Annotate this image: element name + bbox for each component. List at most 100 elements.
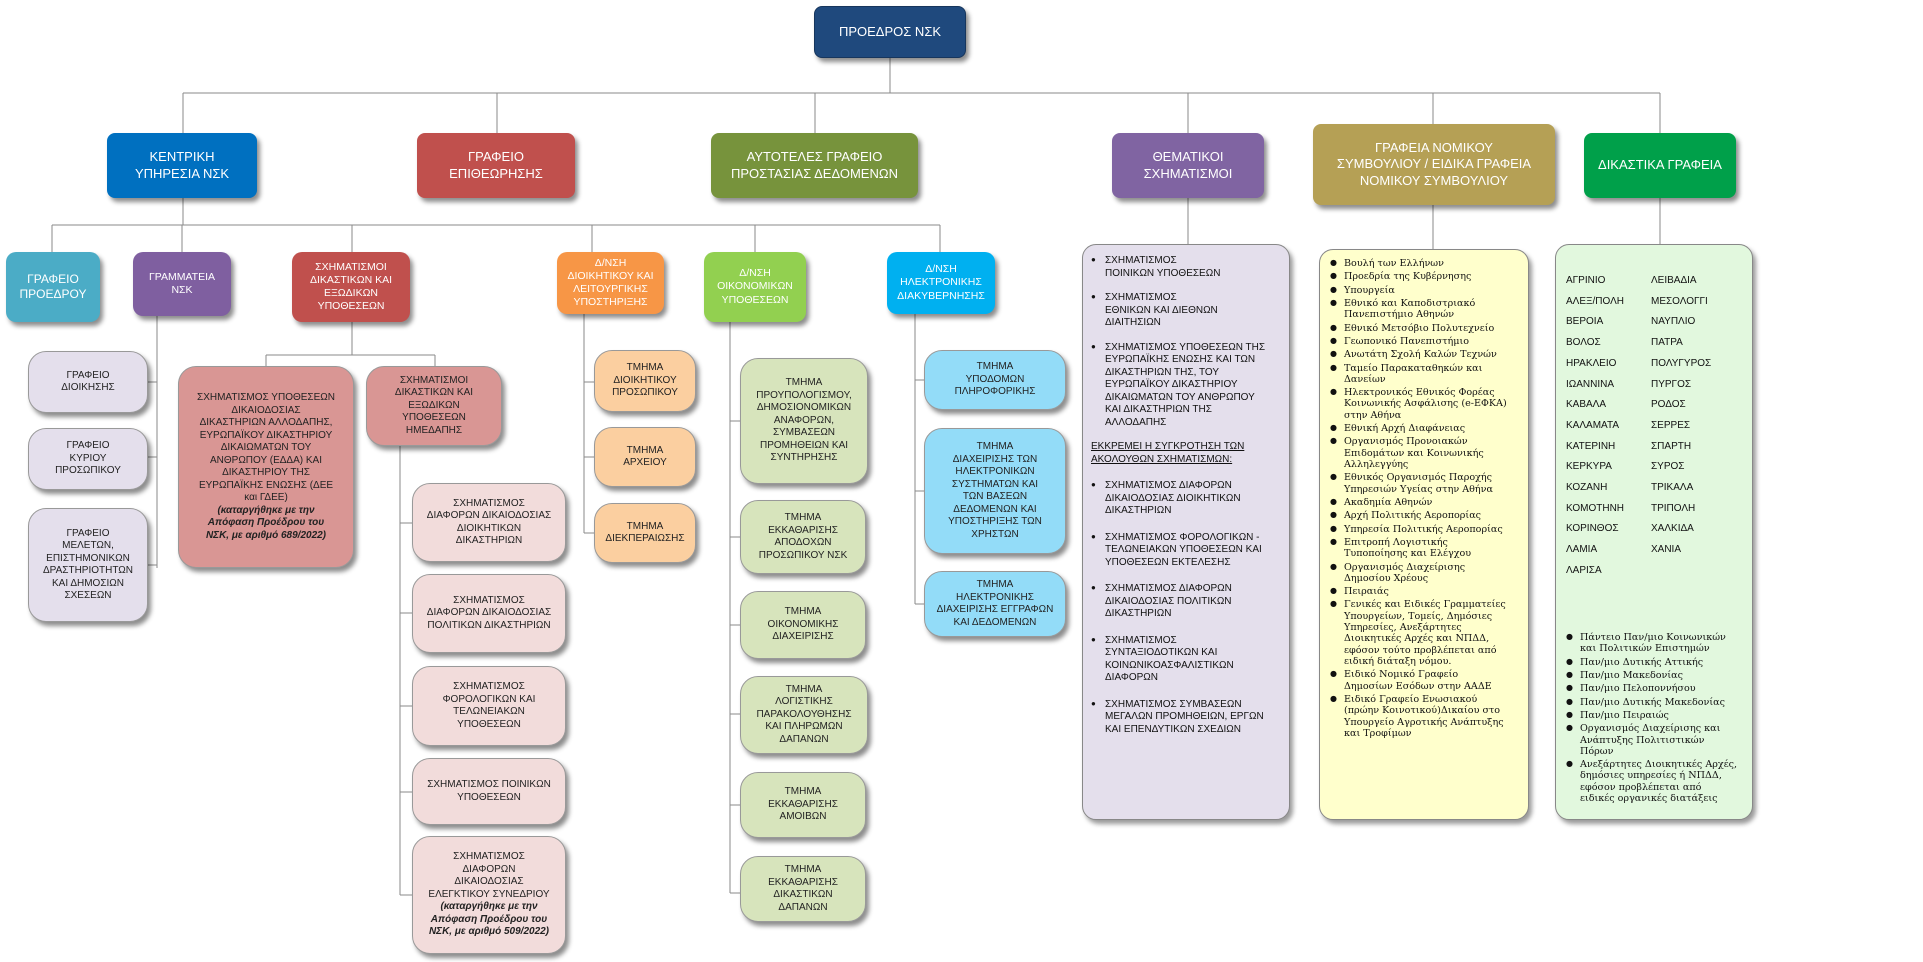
- list-item: Εθνικό Μετσόβιο Πολυτεχνείο: [1330, 323, 1522, 334]
- city-item: ΚΑΤΕΡΙΝΗ: [1566, 440, 1616, 452]
- city-item: ΚΟΡΙΝΘΟΣ: [1566, 523, 1619, 535]
- city-item: ΚΑΒΑΛΑ: [1566, 399, 1607, 411]
- echr-formation-label: ΣΧΗΜΑΤΙΣΜΟΣ ΥΠΟΘΕΣΕΩΝ ΔΙΚΑΙΟΔΟΣΙΑΣ ΔΙΚΑΣ…: [197, 392, 335, 503]
- city-item: ΣΕΡΡΕΣ: [1651, 419, 1691, 431]
- city-item: ΤΡΙΚΑΛΑ: [1651, 482, 1694, 494]
- echr-formation-box: ΣΧΗΜΑΤΙΣΜΟΣ ΥΠΟΘΕΣΕΩΝ ΔΙΚΑΙΟΔΟΣΙΑΣ ΔΙΚΑΣ…: [178, 366, 354, 568]
- court-offices-label: ΔΙΚΑΣΤΙΚΑ ΓΡΑΦΕΙΑ: [1598, 157, 1722, 173]
- central-service-label: ΚΕΝΤΡΙΚΗ ΥΠΗΡΕΣΙΑ ΝΣΚ: [134, 149, 230, 181]
- city-item: ΑΓΡΙΝΙΟ: [1566, 275, 1606, 286]
- city-item: ΠΥΡΓΟΣ: [1651, 378, 1692, 390]
- systems-management-dept-box: ΤΜΗΜΑ ΔΙΑΧΕΙΡΙΣΗΣ ΤΩΝ ΗΛΕΚΤΡΟΝΙΚΩΝ ΣΥΣΤΗ…: [924, 428, 1066, 554]
- city-item: ΠΑΤΡΑ: [1651, 337, 1683, 349]
- tax-customs-formation-label: ΣΧΗΜΑΤΙΣΜΟΣ ΦΟΡΟΛΟΓΙΚΩΝ ΚΑΙ ΤΕΛΩΝΕΙΑΚΩΝ …: [442, 681, 536, 730]
- list-item: Παν/μιο Πειραιώς: [1566, 710, 1750, 721]
- city-item: ΣΠΑΡΤΗ: [1651, 440, 1692, 452]
- admin-courts-formation-box: ΣΧΗΜΑΤΙΣΜΟΣ ΔΙΑΦΟΡΩΝ ΔΙΚΑΙΟΔΟΣΙΑΣ ΔΙΟΙΚΗ…: [412, 483, 566, 562]
- city-item: ΑΛΕΞ/ΠΟΛΗ: [1566, 295, 1625, 307]
- secretariat-box: ΓΡΑΜΜΑΤΕΙΑ ΝΣΚ: [133, 252, 231, 316]
- domestic-formations-label: ΣΧΗΜΑΤΙΣΜΟΙ ΔΙΚΑΣΤΙΚΩΝ ΚΑΙ ΕΞΩΔΙΚΩΝ ΥΠΟΘ…: [394, 374, 474, 436]
- data-protection-office-box: ΑΥΤΟΤΕΛΕΣ ΓΡΑΦΕΙΟ ΠΡΟΣΤΑΣΙΑΣ ΔΕΔΟΜΕΝΩΝ: [711, 133, 918, 198]
- list-item: Ειδικό Γραφείο Ενωσιακού (πρώην Κοινοτικ…: [1330, 694, 1522, 739]
- list-item: ΣΧΗΜΑΤΙΣΜΟΣ ΥΠΟΘΕΣΕΩΝ ΤΗΣ ΕΥΡΩΠΑΪΚΗΣ ΕΝΩ…: [1091, 342, 1281, 430]
- economic-directorate-label: Δ/ΝΣΗ ΟΙΚΟΝΟΜΙΚΩΝ ΥΠΟΘΕΣΕΩΝ: [717, 267, 793, 306]
- list-item: ΣΧΗΜΑΤΙΣΜΟΣ ΣΥΜΒΑΣΕΩΝ ΜΕΓΑΛΩΝ ΠΡΟΜΗΘΕΙΩΝ…: [1091, 699, 1281, 737]
- list-item: Παν/μιο Μακεδονίας: [1566, 670, 1750, 681]
- city-item: ΚΟΜΟΤΗΝΗ: [1566, 502, 1625, 514]
- city-item: ΧΑΝΙΑ: [1651, 544, 1682, 556]
- city-item: ΚΕΡΚΥΡΑ: [1566, 461, 1612, 473]
- legal-offices-list: Βουλή των Ελλήνων Προεδρία της Κυβέρνηση…: [1330, 258, 1522, 739]
- list-item: ΣΧΗΜΑΤΙΣΜΟΣ ΔΙΑΦΟΡΩΝ ΔΙΚΑΙΟΔΟΣΙΑΣ ΔΙΟΙΚΗ…: [1091, 480, 1281, 518]
- fees-clearing-dept-label: ΤΜΗΜΑ ΕΚΚΑΘΑΡΙΣΗΣ ΑΜΟΙΒΩΝ: [768, 786, 838, 823]
- admin-directorate-label: Δ/ΝΣΗ ΔΙΟΙΚΗΤΙΚΟΥ ΚΑΙ ΛΕΙΤΟΥΡΓΙΚΗΣ ΥΠΟΣΤ…: [567, 256, 654, 309]
- list-item: Γεωπονικό Πανεπιστήμιο: [1330, 336, 1522, 347]
- pending-formations-list: ΣΧΗΜΑΤΙΣΜΟΣ ΔΙΑΦΟΡΩΝ ΔΙΚΑΙΟΔΟΣΙΑΣ ΔΙΟΙΚΗ…: [1091, 480, 1281, 736]
- dispatch-dept-label: ΤΜΗΜΑ ΔΙΕΚΠΕΡΑΙΩΣΗΣ: [605, 520, 685, 545]
- list-item: Ταμείο Παρακαταθηκών και Δανείων: [1330, 363, 1522, 386]
- it-infrastructure-dept-box: ΤΜΗΜΑ ΥΠΟΔΟΜΩΝ ΠΛΗΡΟΦΟΡΙΚΗΣ: [924, 350, 1066, 410]
- city-item: ΜΕΣΟΛΟΓΓΙ: [1651, 295, 1708, 307]
- list-item: Ακαδημία Αθηνών: [1330, 497, 1522, 508]
- personnel-office-label: ΓΡΑΦΕΙΟ ΚΥΡΙΟΥ ΠΡΟΣΩΠΙΚΟΥ: [55, 440, 121, 477]
- central-service-box: ΚΕΝΤΡΙΚΗ ΥΠΗΡΕΣΙΑ ΝΣΚ: [107, 133, 257, 198]
- list-item: Παν/μιο Δυτικής Μακεδονίας: [1566, 697, 1750, 708]
- list-item: Γενικές και Ειδικές Γραμματείες Υπουργεί…: [1330, 599, 1522, 667]
- audit-abolished-note: (καταργήθηκε με την Απόφαση Προέδρου του…: [428, 901, 550, 938]
- legal-offices-panel: Βουλή των Ελλήνων Προεδρία της Κυβέρνηση…: [1319, 249, 1529, 820]
- city-item: ΚΑΛΑΜΑΤΑ: [1566, 419, 1619, 431]
- court-offices-panel: ΑΓΡΙΝΙΟ ΑΛΕΞ/ΠΟΛΗ ΒΕΡΟΙΑ ΒΟΛΟΣ ΗΡΑΚΛΕΙΟ …: [1555, 244, 1753, 820]
- city-item: ΠΟΛΥΓΥΡΟΣ: [1651, 357, 1712, 369]
- budget-dept-label: ΤΜΗΜΑ ΠΡΟΥΠΟΛΟΓΙΣΜΟΥ, ΔΗΜΟΣΙΟΝΟΜΙΚΩΝ ΑΝΑ…: [756, 377, 852, 464]
- salary-clearing-dept-box: ΤΜΗΜΑ ΕΚΚΑΘΑΡΙΣΗΣ ΑΠΟΔΟΧΩΝ ΠΡΟΣΩΠΙΚΟΥ ΝΣ…: [740, 500, 866, 574]
- list-item: Εθνικό και Καποδιστριακό Πανεπιστήμιο Αθ…: [1330, 298, 1522, 321]
- domestic-formations-box: ΣΧΗΜΑΤΙΣΜΟΙ ΔΙΚΑΣΤΙΚΩΝ ΚΑΙ ΕΞΩΔΙΚΩΝ ΥΠΟΘ…: [366, 366, 502, 446]
- dispatch-dept-box: ΤΜΗΜΑ ΔΙΕΚΠΕΡΑΙΩΣΗΣ: [594, 503, 696, 563]
- court-costs-dept-label: ΤΜΗΜΑ ΕΚΚΑΘΑΡΙΣΗΣ ΔΙΚΑΣΤΙΚΩΝ ΔΑΠΑΝΩΝ: [768, 864, 838, 913]
- studies-office-box: ΓΡΑΦΕΙΟ ΜΕΛΕΤΩΝ, ΕΠΙΣΤΗΜΟΝΙΚΩΝ ΔΡΑΣΤΗΡΙΟ…: [28, 508, 148, 622]
- audit-court-formation-label: ΣΧΗΜΑΤΙΣΜΟΣ ΔΙΑΦΟΡΩΝ ΔΙΚΑΙΟΔΟΣΙΑΣ ΕΛΕΓΚΤ…: [428, 851, 550, 900]
- list-item: ΣΧΗΜΑΤΙΣΜΟΣ ΣΥΝΤΑΞΙΟΔΟΤΙΚΩΝ ΚΑΙ ΚΟΙΝΩΝΙΚ…: [1091, 635, 1281, 685]
- city-item: ΝΑΥΠΛΙΟ: [1651, 316, 1696, 328]
- list-item: Εθνικός Οργανισμός Παροχής Υπηρεσιών Υγε…: [1330, 472, 1522, 495]
- formations-box: ΣΧΗΜΑΤΙΣΜΟΙ ΔΙΚΑΣΤΙΚΩΝ ΚΑΙ ΕΞΩΔΙΚΩΝ ΥΠΟΘ…: [292, 252, 410, 322]
- list-item: Ανεξάρτητες Διοικητικές Αρχές, δημόσιες …: [1566, 759, 1750, 804]
- list-item: Οργανισμός Διαχείρισης και Ανάπτυξης Πολ…: [1566, 723, 1750, 757]
- admin-directorate-box: Δ/ΝΣΗ ΔΙΟΙΚΗΤΙΚΟΥ ΚΑΙ ΛΕΙΤΟΥΡΓΙΚΗΣ ΥΠΟΣΤ…: [557, 252, 664, 314]
- city-item: ΙΩΑΝΝΙΝΑ: [1566, 378, 1615, 390]
- court-offices-box: ΔΙΚΑΣΤΙΚΑ ΓΡΑΦΕΙΑ: [1584, 133, 1736, 198]
- pending-heading: ΕΚΚΡΕΜΕΙ Η ΣΥΓΚΡΟΤΗΣΗ ΤΩΝ ΑΚΟΛΟΥΘΩΝ ΣΧΗΜ…: [1091, 441, 1245, 465]
- city-item: ΒΟΛΟΣ: [1566, 337, 1601, 349]
- personnel-office-box: ΓΡΑΦΕΙΟ ΚΥΡΙΟΥ ΠΡΟΣΩΠΙΚΟΥ: [28, 428, 148, 490]
- president-box: ΠΡΟΕΔΡΟΣ ΝΣΚ: [814, 6, 966, 58]
- systems-management-dept-label: ΤΜΗΜΑ ΔΙΑΧΕΙΡΙΣΗΣ ΤΩΝ ΗΛΕΚΤΡΟΝΙΚΩΝ ΣΥΣΤΗ…: [948, 441, 1042, 540]
- administration-office-label: ΓΡΑΦΕΙΟ ΔΙΟΙΚΗΣΗΣ: [61, 369, 115, 394]
- formations-label: ΣΧΗΜΑΤΙΣΜΟΙ ΔΙΚΑΣΤΙΚΩΝ ΚΑΙ ΕΞΩΔΙΚΩΝ ΥΠΟΘ…: [309, 260, 393, 313]
- list-item: Ειδικό Νομικό Γραφείο Δημοσίων Εσόδων στ…: [1330, 669, 1522, 692]
- list-item: Παν/μιο Δυτικής Αττικής: [1566, 657, 1750, 668]
- president-office-label: ΓΡΑΦΕΙΟ ΠΡΟΕΔΡΟΥ: [19, 272, 87, 301]
- studies-office-label: ΓΡΑΦΕΙΟ ΜΕΛΕΤΩΝ, ΕΠΙΣΤΗΜΟΝΙΚΩΝ ΔΡΑΣΤΗΡΙΟ…: [43, 527, 133, 602]
- financial-management-dept-box: ΤΜΗΜΑ ΟΙΚΟΝΟΜΙΚΗΣ ΔΙΑΧΕΙΡΙΣΗΣ: [740, 591, 866, 659]
- list-item: Υπηρεσία Πολιτικής Αεροπορίας: [1330, 524, 1522, 535]
- list-item: Βουλή των Ελλήνων: [1330, 258, 1522, 269]
- salary-clearing-dept-label: ΤΜΗΜΑ ΕΚΚΑΘΑΡΙΣΗΣ ΑΠΟΔΟΧΩΝ ΠΡΟΣΩΠΙΚΟΥ ΝΣ…: [758, 512, 848, 561]
- list-item: Πάντειο Παν/μιο Κοινωνικών και Πολιτικών…: [1566, 632, 1750, 655]
- list-item: ΣΧΗΜΑΤΙΣΜΟΣ ΠΟΙΝΙΚΩΝ ΥΠΟΘΕΣΕΩΝ: [1091, 255, 1281, 280]
- thematic-formations-panel: ΣΧΗΜΑΤΙΣΜΟΣ ΠΟΙΝΙΚΩΝ ΥΠΟΘΕΣΕΩΝ ΣΧΗΜΑΤΙΣΜ…: [1082, 244, 1290, 820]
- city-item: ΚΟΖΑΝΗ: [1566, 482, 1608, 494]
- echr-abolished-note: (καταργήθηκε με την Απόφαση Προέδρου του…: [205, 504, 327, 541]
- city-item: ΒΕΡΟΙΑ: [1566, 316, 1604, 328]
- document-management-dept-box: ΤΜΗΜΑ ΗΛΕΚΤΡΟΝΙΚΗΣ ΔΙΑΧΕΙΡΙΣΗΣ ΕΓΓΡΑΦΩΝ …: [924, 571, 1066, 637]
- list-item: Οργανισμός Προνοιακών Επιδομάτων και Κοι…: [1330, 436, 1522, 470]
- president-label: ΠΡΟΕΔΡΟΣ ΝΣΚ: [838, 23, 942, 39]
- list-item: Πειραιάς: [1330, 586, 1522, 597]
- egov-directorate-label: Δ/ΝΣΗ ΗΛΕΚΤΡΟΝΙΚΗΣ ΔΙΑΚΥΒΕΡΝΗΣΗΣ: [897, 263, 985, 302]
- list-item: Επιτροπή Λογιστικής Τυποποίησης και Ελέγ…: [1330, 537, 1522, 560]
- economic-directorate-box: Δ/ΝΣΗ ΟΙΚΟΝΟΜΙΚΩΝ ΥΠΟΘΕΣΕΩΝ: [704, 252, 806, 322]
- city-item: ΛΑΜΙΑ: [1566, 544, 1598, 556]
- court-cities-col-2: ΛΕΙΒΑΔΙΑ ΜΕΣΟΛΟΓΓΙ ΝΑΥΠΛΙΟ ΠΑΤΡΑ ΠΟΛΥΓΥΡ…: [1651, 271, 1711, 561]
- city-item: ΣΥΡΟΣ: [1651, 461, 1685, 473]
- administration-office-box: ΓΡΑΦΕΙΟ ΔΙΟΙΚΗΣΗΣ: [28, 351, 148, 413]
- city-item: ΛΕΙΒΑΔΙΑ: [1651, 275, 1697, 286]
